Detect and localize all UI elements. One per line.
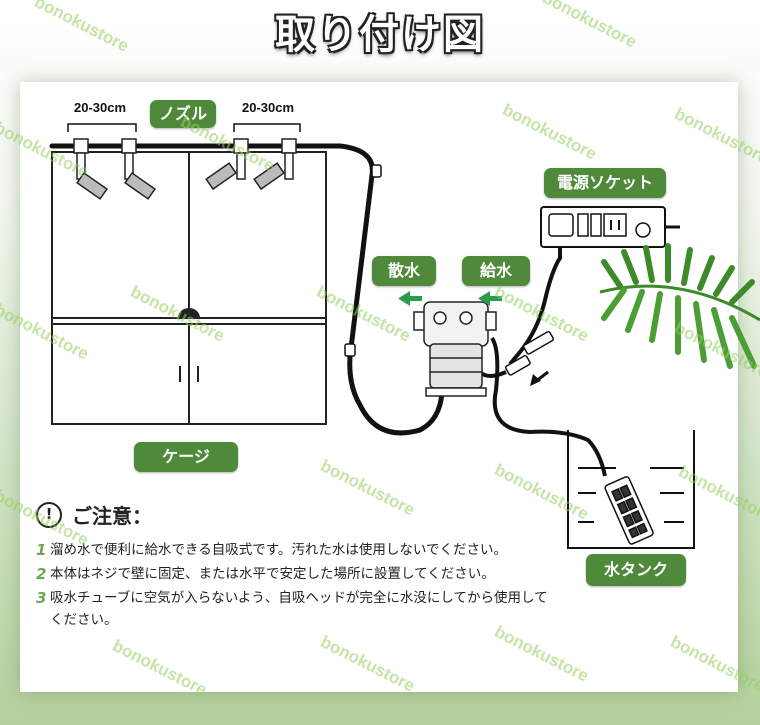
label-supply: 給水	[462, 256, 530, 286]
caution-number-1: 1	[36, 541, 47, 559]
caution-number-3: 3	[36, 589, 47, 607]
caution-heading-text: ご注意：	[72, 504, 152, 528]
intake-filter	[604, 476, 654, 545]
nozzle-2	[121, 138, 156, 200]
flow-arrow-spray	[398, 291, 422, 306]
dimension-label-left: 20-30cm	[74, 100, 127, 115]
nozzle-1	[73, 138, 108, 200]
caution-heading: ! ご注意：	[36, 500, 556, 529]
hose-clip-top	[371, 164, 382, 178]
caution-text-3: 吸水チューブに空気が入らないよう、自吸ヘッドが完全に水没にしてから使用してくださ…	[50, 590, 548, 628]
intake-hose	[490, 336, 607, 477]
caution-text-1: 溜め水で便利に給水できる自吸式です。汚れた水は使用しないでください。	[50, 542, 507, 558]
pump-cord	[478, 370, 507, 378]
label-nozzle: ノズル	[150, 100, 216, 128]
dimension-bracket-left	[67, 123, 137, 132]
caution-item-1: 1 溜め水で便利に給水できる自吸式です。汚れた水は使用しないでください。	[36, 539, 556, 561]
label-cage: ケージ	[134, 442, 238, 472]
caution-item-3: 3 吸水チューブに空気が入らないよう、自吸ヘッドが完全に水没にしてから使用してく…	[36, 587, 556, 631]
nozzle-4	[253, 138, 297, 191]
pump	[413, 301, 497, 397]
palm-leaf	[599, 243, 760, 369]
nozzle-3	[205, 138, 249, 191]
flow-arrow-supply	[478, 291, 502, 306]
label-water-tank: 水タンク	[586, 554, 686, 586]
hose-clip-middle	[344, 343, 356, 357]
page-title: 取り付け図	[275, 12, 485, 58]
caution-number-2: 2	[36, 565, 47, 583]
cage-vent	[178, 308, 200, 318]
spray-hose	[49, 143, 445, 436]
power-strip	[540, 206, 680, 248]
connect-arrow-head	[530, 374, 541, 386]
water-tank	[567, 430, 695, 549]
dimension-bracket-right	[233, 123, 301, 132]
exclamation-icon: !	[36, 501, 62, 528]
dimension-label-right: 20-30cm	[242, 100, 295, 115]
cord-connector	[504, 330, 554, 376]
caution-text-2: 本体はネジで壁に固定、または水平で安定した場所に設置してください。	[50, 566, 495, 582]
power-cord	[508, 247, 562, 366]
label-power-socket: 電源ソケット	[544, 168, 666, 198]
caution-notes: ! ご注意： 1 溜め水で便利に給水できる自吸式です。汚れた水は使用しないでくだ…	[36, 500, 556, 633]
caution-item-2: 2 本体はネジで壁に固定、または水平で安定した場所に設置してください。	[36, 563, 556, 585]
label-spray: 散水	[372, 256, 436, 286]
